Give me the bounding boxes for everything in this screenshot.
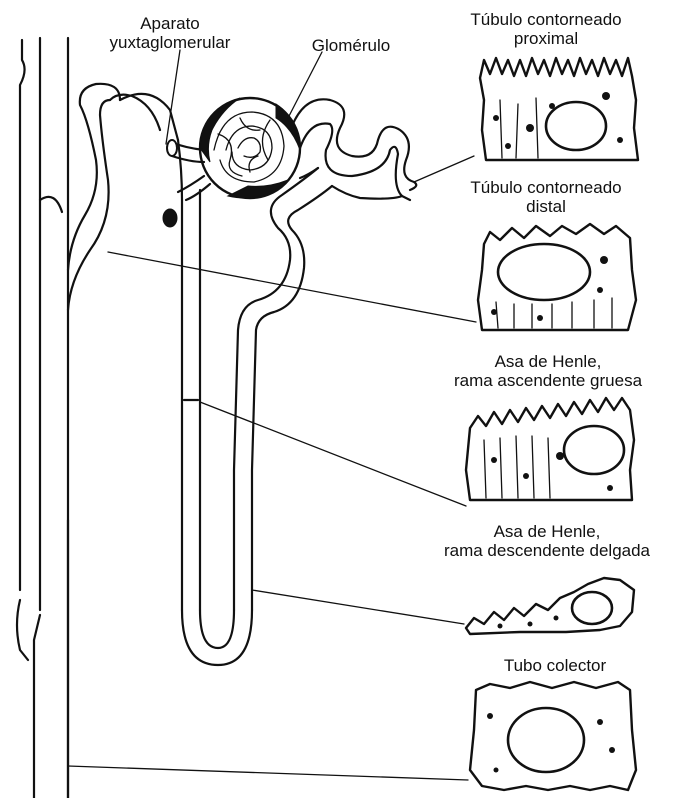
collecting-duct [15,36,70,800]
label-thin-descending-limb-line2: rama descendente delgada [443,541,651,560]
label-thick-ascending-limb: Asa de Henle, rama ascendente gruesa [430,352,666,390]
label-distal-tubule-line1: Túbulo contorneado [470,178,622,197]
label-collecting-duct: Tubo colector [480,656,630,675]
label-thin-descending-limb: Asa de Henle, rama descendente delgada [418,522,676,560]
label-thick-ascending-limb-line2: rama ascendente gruesa [453,371,643,390]
label-distal-tubule: Túbulo contorneado distal [446,178,646,216]
proximal-tubule [290,98,418,202]
cell-proximal-tubule [478,56,640,162]
cell-thin-descending-limb [464,576,636,636]
label-proximal-tubule-line2: proximal [513,29,579,48]
label-collecting-duct-text: Tubo colector [503,656,607,675]
cell-collecting-duct [468,680,638,792]
label-proximal-tubule-line1: Túbulo contorneado [470,10,622,29]
label-glomerulus-text: Glomérulo [311,36,391,55]
label-juxtaglomerular: Aparato yuxtaglomerular [100,14,240,52]
label-juxtaglomerular-line1: Aparato [140,14,200,33]
label-distal-tubule-line2: distal [526,197,566,216]
label-juxtaglomerular-line2: yuxtaglomerular [109,33,231,52]
label-proximal-tubule: Túbulo contorneado proximal [446,10,646,48]
label-thin-descending-limb-line1: Asa de Henle, [493,522,601,541]
cell-distal-tubule [476,222,638,332]
connecting-tubule [38,82,122,312]
label-thick-ascending-limb-line1: Asa de Henle, [494,352,602,371]
glomerulus [162,96,302,228]
leader-lines [67,49,477,781]
label-glomerulus: Glomérulo [296,36,406,55]
cell-thick-ascending-limb [464,396,636,502]
